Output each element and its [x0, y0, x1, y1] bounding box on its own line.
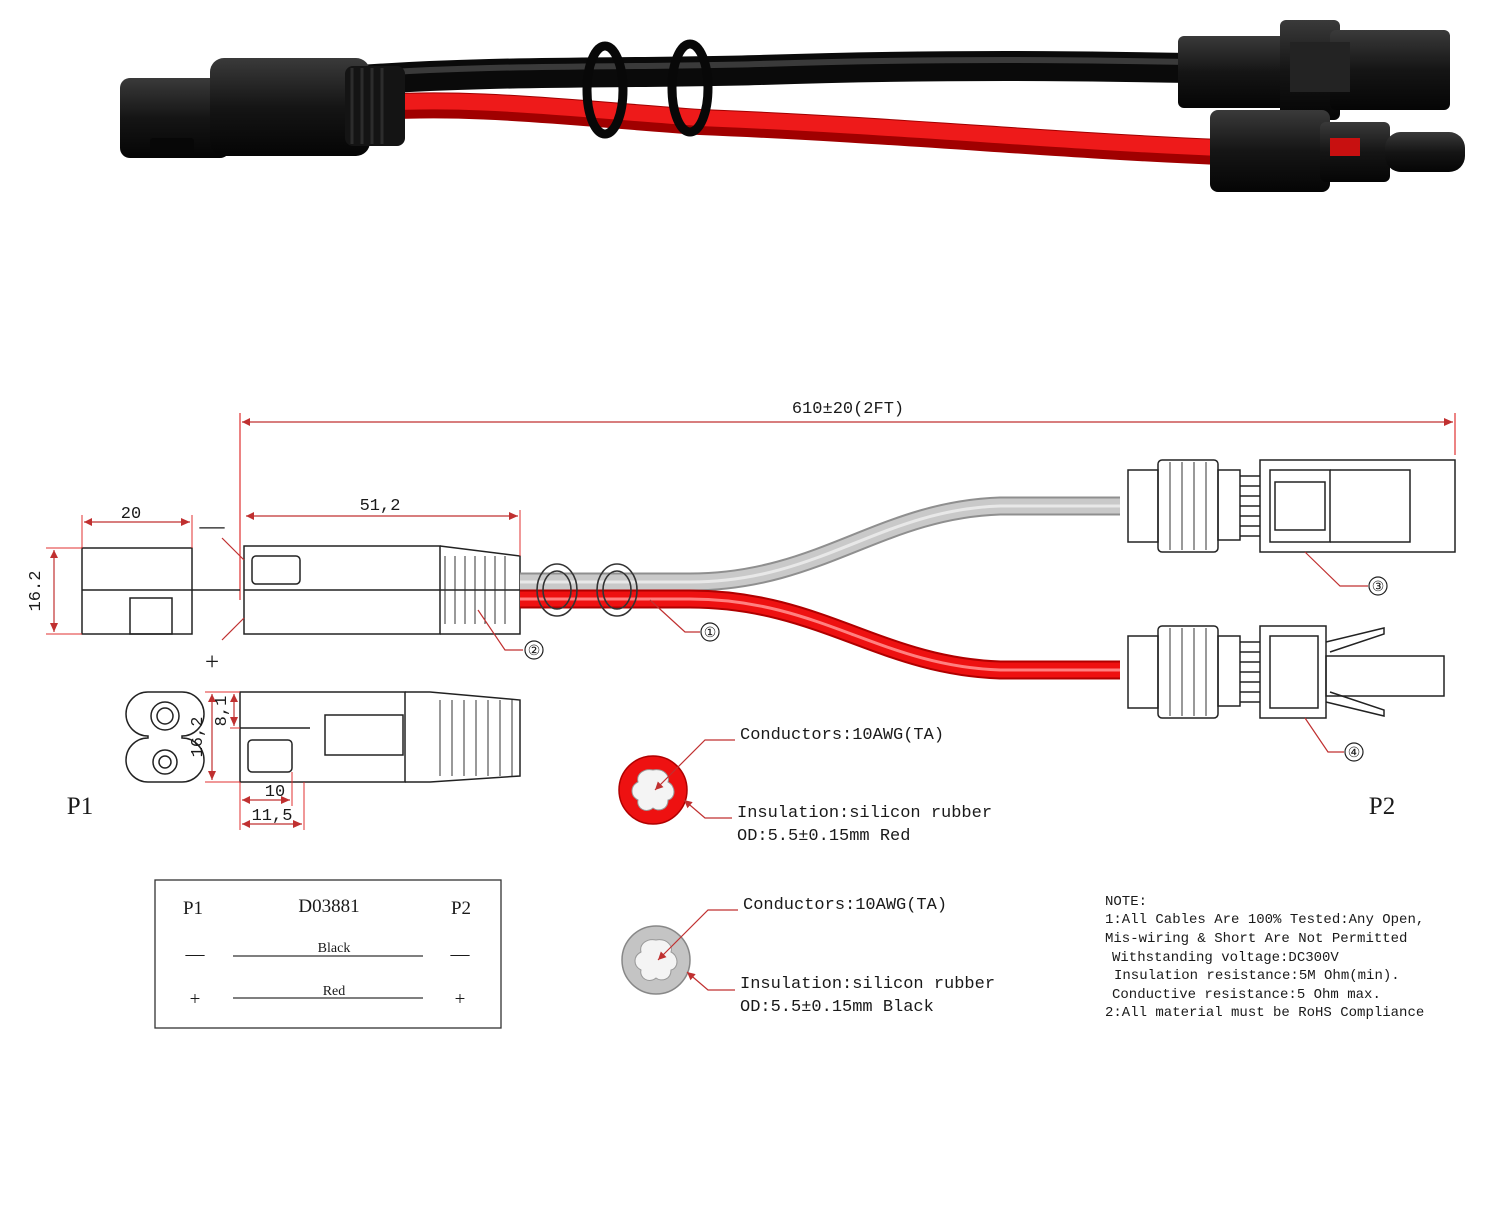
plus-leader: [221, 617, 245, 641]
notes-block: NOTE: 1:All Cables Are 100% Tested:Any O…: [1105, 894, 1424, 1021]
p1-minus-sign: —: [199, 513, 226, 540]
notes-line: Conductive resistance:5 Ohm max.: [1112, 987, 1381, 1003]
callout-leaders: [477, 551, 1368, 753]
notes-line: 2:All material must be RoHS Compliance: [1105, 1005, 1424, 1021]
wiring-table: [154, 879, 502, 1029]
p1-label: P1: [67, 793, 93, 820]
callout-1: ①: [704, 626, 717, 641]
notes-line: Mis-wiring & Short Are Not Permitted: [1105, 931, 1407, 947]
callout-4: ④: [1348, 746, 1361, 761]
overall-length-dimension: 610±20(2FT): [239, 400, 1456, 600]
cable-cross-section-icon: [618, 755, 688, 825]
black-insulation-leader: [686, 971, 735, 991]
mc4-connector-icon: [1127, 459, 1456, 719]
black-conductor-leader: [657, 909, 738, 961]
overall-length-label: 610±20(2FT): [792, 400, 904, 419]
red-od-text: OD:5.5±0.15mm Red: [737, 827, 910, 846]
cable-wires: [520, 496, 1120, 680]
table-p1-header: P1: [183, 898, 203, 919]
table-row1-left: —: [185, 944, 206, 965]
face-dimensions: 16,2 8,1 10 11,5: [189, 691, 305, 830]
sae-connector-icon: [81, 545, 521, 635]
notes-line: Insulation resistance:5M Ohm(min).: [1114, 968, 1400, 984]
notes-line: 1:All Cables Are 100% Tested:Any Open,: [1105, 912, 1424, 928]
table-row2-left: +: [190, 989, 201, 1010]
p1-dimensions: 20 16.2 51,2: [27, 497, 521, 635]
table-part-number: D03881: [298, 896, 359, 917]
red-insulation-leader: [683, 799, 732, 819]
p1-height-label: 16.2: [27, 571, 46, 612]
callout-3: ③: [1372, 580, 1385, 595]
table-row2-right: +: [455, 989, 466, 1010]
face-small-label: 8,1: [213, 696, 232, 727]
p2-label: P2: [1369, 793, 1395, 820]
p1-plus-sign: +: [205, 649, 219, 676]
red-conductors-text: Conductors:10AWG(TA): [740, 726, 944, 745]
red-insulation-text: Insulation:silicon rubber: [737, 804, 992, 823]
ferrite-ring-icon: [536, 563, 638, 617]
red-conductor-leader: [654, 739, 735, 791]
p1-width-label: 20: [121, 505, 141, 524]
p1-face-view: [125, 691, 521, 783]
table-row1-wire: Black: [318, 941, 351, 956]
face-height-label: 16,2: [189, 717, 208, 758]
callout-number-icon: [524, 576, 1388, 762]
sae-length-label: 51,2: [360, 497, 401, 516]
notes-line: Withstanding voltage:DC300V: [1112, 950, 1339, 966]
callout-2: ②: [528, 644, 541, 659]
notes-title: NOTE:: [1105, 894, 1147, 910]
table-p2-header: P2: [451, 898, 471, 919]
pin-11-5-label: 11,5: [252, 807, 293, 826]
cable-cross-section-icon-black: [621, 925, 691, 995]
table-row2-wire: Red: [323, 984, 346, 999]
black-conductors-text: Conductors:10AWG(TA): [743, 896, 947, 915]
minus-leader: [221, 537, 245, 561]
black-insulation-text: Insulation:silicon rubber: [740, 975, 995, 994]
table-row1-right: —: [450, 944, 471, 965]
pin-10-label: 10: [265, 783, 285, 802]
cable-photo: [120, 20, 1465, 192]
black-od-text: OD:5.5±0.15mm Black: [740, 998, 934, 1017]
